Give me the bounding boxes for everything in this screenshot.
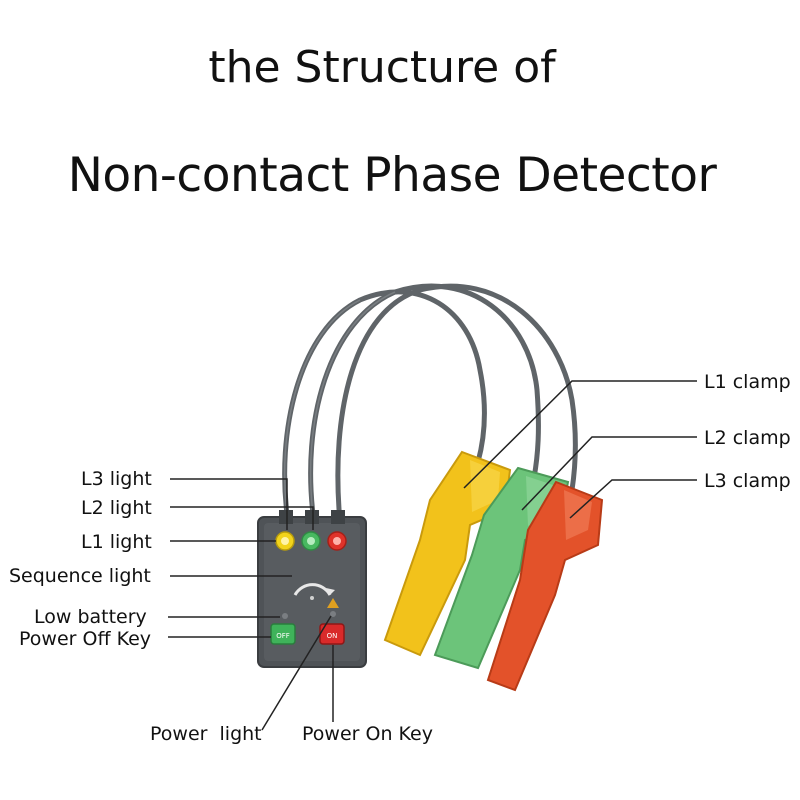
- leader-power-light: [261, 615, 332, 731]
- on-key-text: ON: [327, 632, 338, 640]
- l3-light: [327, 531, 347, 551]
- title-line-2: Non-contact Phase Detector: [67, 148, 717, 203]
- leader-l2-light: [170, 506, 314, 530]
- power-off-key[interactable]: OFF: [270, 623, 296, 645]
- label-l3-clamp: L3 clamp: [704, 470, 791, 492]
- sequence-light: [293, 583, 335, 600]
- label-l2-clamp: L2 clamp: [704, 427, 791, 449]
- off-key-text: OFF: [276, 632, 290, 640]
- label-l1-light: L1 light: [81, 531, 152, 553]
- l2-light: [301, 531, 321, 551]
- l1-light: [275, 531, 295, 551]
- leader-l3-clamp: [569, 479, 697, 519]
- clamp-l3: [486, 480, 604, 692]
- label-sequence-light: Sequence light: [9, 565, 151, 587]
- warning-icon: [327, 598, 339, 608]
- title-line-1: the Structure of: [208, 42, 556, 93]
- leader-l3-light: [170, 478, 288, 530]
- label-l3-light: L3 light: [81, 468, 152, 490]
- leader-l1-clamp: [463, 380, 697, 489]
- label-power-light: Power light: [150, 723, 262, 745]
- low-battery-light: [282, 613, 288, 619]
- leader-lines: [168, 380, 697, 731]
- label-low-battery: Low battery: [34, 606, 147, 628]
- label-power-off-key: Power Off Key: [19, 628, 152, 650]
- label-power-on-key: Power On Key: [302, 723, 433, 745]
- label-l2-light: L2 light: [81, 497, 152, 519]
- power-light: [330, 611, 336, 617]
- cable-l3: [335, 283, 578, 525]
- leader-l2-clamp: [521, 436, 697, 511]
- label-l1-clamp: L1 clamp: [704, 371, 791, 393]
